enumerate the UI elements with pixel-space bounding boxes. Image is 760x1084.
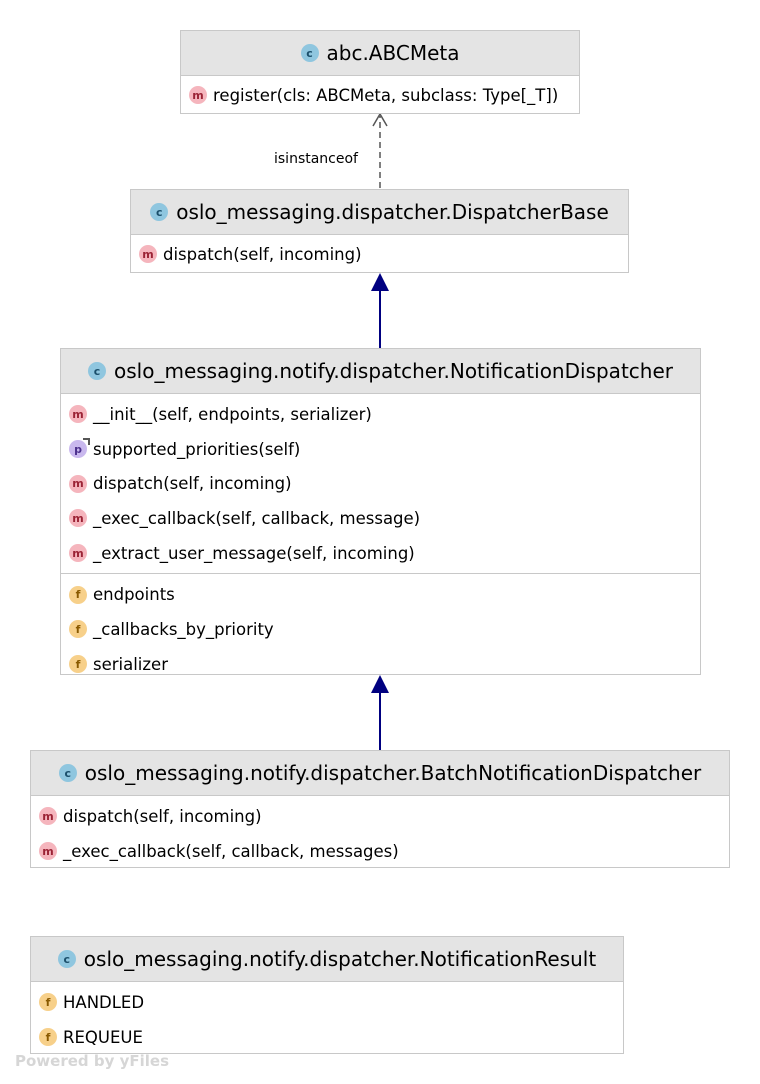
method-row: m dispatch(self, incoming) xyxy=(31,799,729,834)
class-header: c oslo_messaging.notify.dispatcher.Notif… xyxy=(61,349,700,394)
field-label: serializer xyxy=(93,654,168,674)
method-icon: m xyxy=(39,807,57,826)
method-row: m _exec_callback(self, callback, message… xyxy=(61,501,700,536)
method-label: dispatch(self, incoming) xyxy=(93,474,292,494)
isinstance-label: isinstanceof xyxy=(274,151,358,167)
class-icon: c xyxy=(150,203,169,221)
field-row: f _callbacks_by_priority xyxy=(61,612,700,647)
field-label: _callbacks_by_priority xyxy=(93,619,274,639)
property-row: p supported_priorities(self) xyxy=(61,432,700,467)
field-label: HANDLED xyxy=(63,992,145,1012)
method-row: m dispatch(self, incoming) xyxy=(61,466,700,501)
field-icon: f xyxy=(69,585,87,604)
method-label: _extract_user_message(self, incoming) xyxy=(93,543,415,563)
method-icon: m xyxy=(189,86,207,104)
class-header: c oslo_messaging.dispatcher.DispatcherBa… xyxy=(131,190,628,235)
inheritance-arrowhead-1 xyxy=(371,273,389,291)
class-icon: c xyxy=(57,950,76,968)
class-header: c oslo_messaging.notify.dispatcher.Batch… xyxy=(31,751,729,796)
method-icon: m xyxy=(39,842,57,861)
method-label: __init__(self, endpoints, serializer) xyxy=(93,404,372,424)
property-label: supported_priorities(self) xyxy=(93,439,301,459)
method-label: dispatch(self, incoming) xyxy=(63,806,262,826)
property-icon: p xyxy=(69,438,90,459)
methods-section: m __init__(self, endpoints, serializer) … xyxy=(61,394,700,573)
field-icon: f xyxy=(69,655,87,674)
method-row: m _extract_user_message(self, incoming) xyxy=(61,536,700,571)
field-row: f endpoints xyxy=(61,577,700,612)
class-name: oslo_messaging.notify.dispatcher.Notific… xyxy=(114,359,673,383)
class-batch-notification-dispatcher[interactable]: c oslo_messaging.notify.dispatcher.Batch… xyxy=(30,750,730,868)
class-name: abc.ABCMeta xyxy=(326,41,460,65)
method-icon: m xyxy=(69,509,87,528)
class-name: oslo_messaging.notify.dispatcher.Notific… xyxy=(83,947,597,971)
field-icon: f xyxy=(69,620,87,639)
method-label: _exec_callback(self, callback, messages) xyxy=(63,841,399,861)
field-row: f HANDLED xyxy=(31,985,623,1020)
class-abcmeta[interactable]: c abc.ABCMeta m register(cls: ABCMeta, s… xyxy=(180,30,580,114)
class-icon: c xyxy=(58,764,77,782)
class-notification-dispatcher[interactable]: c oslo_messaging.notify.dispatcher.Notif… xyxy=(60,348,701,675)
fields-section: f endpoints f _callbacks_by_priority f s… xyxy=(61,573,700,684)
watermark: Powered by yFiles xyxy=(15,1052,170,1070)
methods-section: m dispatch(self, incoming) xyxy=(131,235,628,273)
method-icon: m xyxy=(69,405,87,424)
field-icon: f xyxy=(39,993,57,1012)
isinstance-arrowhead xyxy=(372,112,388,127)
field-label: endpoints xyxy=(93,585,175,605)
method-row: m register(cls: ABCMeta, subclass: Type[… xyxy=(181,79,579,111)
class-notification-result[interactable]: c oslo_messaging.notify.dispatcher.Notif… xyxy=(30,936,624,1054)
class-name: oslo_messaging.notify.dispatcher.BatchNo… xyxy=(84,761,702,785)
inheritance-arrowhead-2 xyxy=(371,675,389,693)
method-icon: m xyxy=(139,245,157,263)
class-header: c abc.ABCMeta xyxy=(181,31,579,76)
field-icon: f xyxy=(39,1028,57,1047)
fields-section: f HANDLED f REQUEUE xyxy=(31,982,623,1057)
class-icon: c xyxy=(300,44,319,62)
methods-section: m dispatch(self, incoming) m _exec_callb… xyxy=(31,796,729,871)
method-label: dispatch(self, incoming) xyxy=(163,244,362,264)
field-label: REQUEUE xyxy=(63,1027,143,1047)
method-row: m _exec_callback(self, callback, message… xyxy=(31,834,729,869)
method-row: m __init__(self, endpoints, serializer) xyxy=(61,397,700,432)
method-label: register(cls: ABCMeta, subclass: Type[_T… xyxy=(213,85,559,105)
field-row: f serializer xyxy=(61,647,700,682)
class-icon: c xyxy=(88,362,107,380)
class-dispatcher-base[interactable]: c oslo_messaging.dispatcher.DispatcherBa… xyxy=(130,189,629,273)
methods-section: m register(cls: ABCMeta, subclass: Type[… xyxy=(181,76,579,114)
field-row: f REQUEUE xyxy=(31,1020,623,1055)
method-row: m dispatch(self, incoming) xyxy=(131,238,628,270)
method-label: _exec_callback(self, callback, message) xyxy=(93,508,421,528)
method-icon: m xyxy=(69,474,87,493)
method-icon: m xyxy=(69,544,87,563)
class-header: c oslo_messaging.notify.dispatcher.Notif… xyxy=(31,937,623,982)
class-name: oslo_messaging.dispatcher.DispatcherBase xyxy=(176,200,609,224)
